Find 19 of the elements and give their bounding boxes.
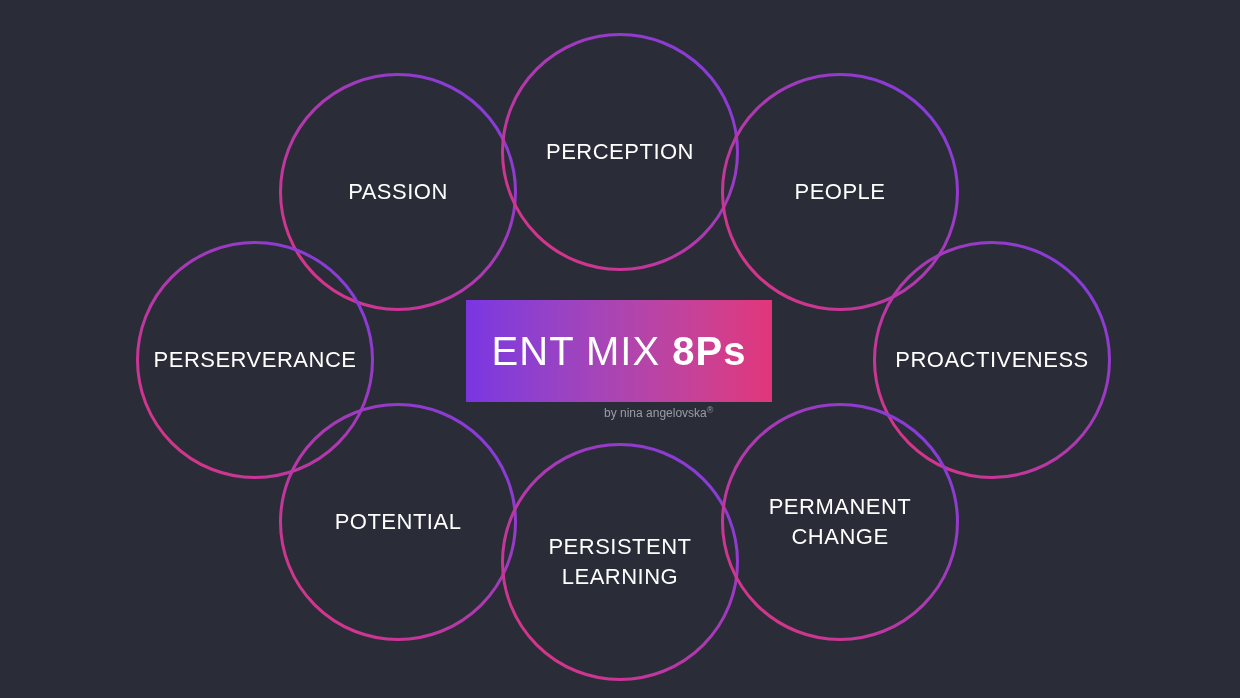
node-label: PERCEPTION — [546, 138, 694, 166]
author-credit: by nina angelovska$^{®}$ — [604, 404, 714, 422]
circle-node — [136, 241, 374, 479]
circle-node — [873, 241, 1111, 479]
circle-node — [501, 443, 739, 681]
node-label: PERSISTENT LEARNING — [547, 533, 693, 591]
title-box — [466, 300, 772, 402]
circle-node — [501, 33, 739, 271]
circle-node — [279, 403, 517, 641]
node-label: PERMANENT CHANGE — [767, 493, 913, 551]
node-label: PROACTIVENESS — [895, 346, 1089, 374]
node-label: POTENTIAL — [334, 508, 462, 536]
node-label: PERSERVERANCE — [153, 346, 357, 374]
circle-node — [721, 73, 959, 311]
title-text: ENT MIX 8Ps — [491, 328, 747, 375]
node-label: PEOPLE — [794, 178, 886, 206]
circle-node — [721, 403, 959, 641]
circle-node — [279, 73, 517, 311]
node-label: PASSION — [348, 178, 448, 206]
